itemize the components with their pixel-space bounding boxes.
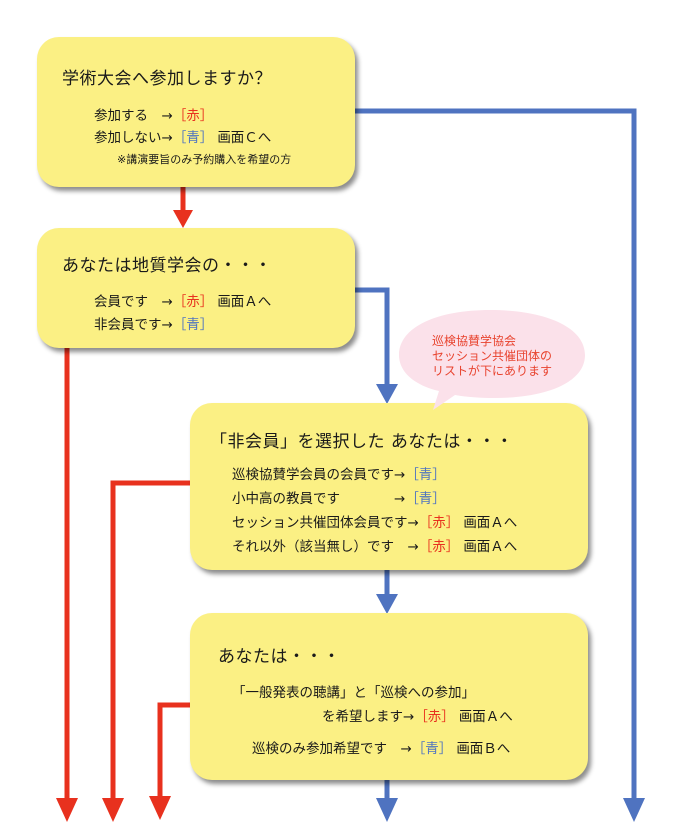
option-note: ※講演要旨のみ予約購入を希望の方 — [117, 153, 292, 166]
bubble-line: 巡検協賛学協会 — [432, 334, 517, 348]
connector-box3-exit-left — [110, 480, 190, 800]
speech-bubble — [399, 310, 585, 410]
blue-tag: ［青］ — [172, 130, 214, 146]
arrowhead-box2-to-box3 — [376, 384, 398, 404]
option-label: 非会員です→ — [94, 317, 173, 333]
question-title: あなたは地質学会の・・・ — [62, 256, 272, 276]
question-box-participation: あなたは・・・ 「一般発表の聴講」と「巡検への参加」 を希望します→［赤］画面Ａ… — [190, 613, 588, 780]
blue-tag: ［青］ — [172, 317, 214, 333]
option-line: を希望します→［赤］画面Ａへ — [322, 705, 513, 725]
connector-box1-exit-right — [355, 108, 637, 800]
option-line: 小中高の教員です →［青］ — [232, 487, 446, 507]
option-line: 参加する →［赤］ — [94, 104, 213, 124]
arrowhead-box1-to-box2 — [173, 210, 193, 228]
question-box-membership: あなたは地質学会の・・・ 会員です →［赤］画面Ａへ 非会員です→［青］ — [37, 228, 355, 348]
question-title: 「非会員」を選択した あなたは・・・ — [210, 432, 514, 452]
option-line: 非会員です→［青］ — [94, 313, 213, 333]
option-destination: 画面Ｂへ — [456, 741, 511, 757]
option-destination: 画面Ｃへ — [217, 130, 272, 146]
arrowhead-box4-exit-bottom — [376, 798, 398, 822]
arrowhead-box3-to-box4 — [376, 594, 398, 614]
question-box-attend: 学術大会へ参加しますか？ 参加する →［赤］ 参加しない→［青］画面Ｃへ ※講演… — [37, 37, 355, 187]
option-label: 巡検協賛学会員の会員です→ — [232, 467, 406, 483]
option-destination: 画面Ａへ — [463, 539, 518, 555]
option-label: 会員です → — [94, 294, 173, 310]
arrowhead-box4-exit-left — [149, 796, 171, 820]
option-destination: 画面Ａへ — [217, 294, 272, 310]
option-line: 巡検協賛学会員の会員です→［青］ — [232, 463, 446, 483]
option-destination: 画面Ａへ — [458, 709, 513, 725]
option-line: セッション共催団体会員です→［赤］画面Ａへ — [232, 511, 517, 531]
option-label: セッション共催団体会員です→ — [232, 515, 419, 531]
option-line: 会員です →［赤］画面Ａへ — [94, 290, 271, 310]
speech-bubble-text: 巡検協賛学協会 セッション共催団体の リストが下にあります — [432, 334, 552, 379]
bubble-line: セッション共催団体の — [432, 349, 553, 363]
option-line: 参加しない→［青］画面Ｃへ — [94, 126, 271, 146]
red-tag: ［赤］ — [414, 709, 455, 725]
option-label: 参加しない→ — [94, 130, 173, 146]
blue-tag: ［青］ — [405, 467, 446, 483]
arrowhead-box1-exit-right — [623, 798, 645, 822]
option-label: 参加する → — [94, 108, 173, 124]
arrowhead-box2-exit-left — [56, 798, 78, 822]
red-tag: ［赤］ — [172, 108, 214, 124]
option-destination: 画面Ａへ — [463, 515, 518, 531]
option-line: 巡検のみ参加希望です →［青］画面Ｂへ — [252, 737, 510, 757]
arrowhead-box3-exit-left — [102, 798, 124, 822]
option-label: を希望します→ — [322, 709, 415, 725]
red-tag: ［赤］ — [418, 515, 460, 531]
bubble-line: リストが下にあります — [432, 364, 553, 378]
option-label: 巡検のみ参加希望です → — [252, 741, 412, 757]
option-line: 「一般発表の聴講」と「巡検への参加」 — [232, 685, 475, 701]
option-label: 小中高の教員です → — [232, 491, 406, 507]
connector-box4-exit-left — [157, 702, 190, 798]
option-label: それ以外（該当無し）です → — [232, 539, 419, 555]
blue-tag: ［青］ — [411, 741, 453, 757]
option-line: それ以外（該当無し）です →［赤］画面Ａへ — [232, 535, 517, 555]
speech-bubble-shape — [399, 310, 585, 410]
question-title: あなたは・・・ — [218, 647, 341, 667]
red-tag: ［赤］ — [172, 294, 214, 310]
blue-tag: ［青］ — [405, 491, 446, 507]
connector-box2-to-box3 — [355, 287, 390, 386]
question-box-nonmember: 「非会員」を選択した あなたは・・・ 巡検協賛学会員の会員です→［青］ 小中高の… — [190, 403, 588, 570]
red-tag: ［赤］ — [418, 539, 460, 555]
question-title: 学術大会へ参加しますか？ — [62, 69, 272, 89]
